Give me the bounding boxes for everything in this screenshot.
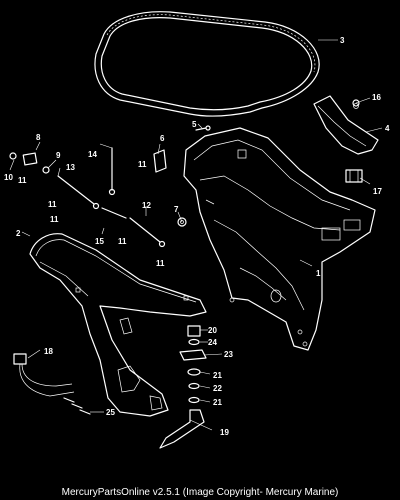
washer-10-part xyxy=(9,152,17,160)
callout-labels: 1 2 3 4 5 6 7 8 9 10 11 11 11 11 11 11 1… xyxy=(4,36,390,437)
right-cowl-part xyxy=(183,127,376,351)
callout-11-d: 11 xyxy=(138,160,147,169)
callout-12: 12 xyxy=(142,201,151,210)
callout-11-a: 11 xyxy=(18,176,27,185)
callout-16: 16 xyxy=(372,93,381,102)
grommet-7-part xyxy=(177,217,187,227)
callout-9: 9 xyxy=(56,151,61,160)
callout-15: 15 xyxy=(95,237,104,246)
callout-5: 5 xyxy=(192,120,197,129)
callout-1: 1 xyxy=(316,269,321,278)
handle-stack-part xyxy=(159,325,207,449)
callout-17: 17 xyxy=(373,187,382,196)
callout-21-a: 21 xyxy=(213,371,222,380)
callout-25: 25 xyxy=(106,408,115,417)
clip-part xyxy=(345,169,363,183)
connector-15-part xyxy=(101,207,127,219)
screw-16-part xyxy=(352,99,360,107)
rod-12-part xyxy=(129,217,166,248)
callout-20: 20 xyxy=(208,326,217,335)
callout-14: 14 xyxy=(88,150,97,159)
callout-6: 6 xyxy=(160,134,165,143)
callout-11-e: 11 xyxy=(118,237,127,246)
seal-ring-part xyxy=(94,11,320,117)
left-cowl-part xyxy=(29,233,207,417)
callout-23: 23 xyxy=(224,350,233,359)
copyright-footer: MercuryPartsOnline v2.5.1 (Image Copyrig… xyxy=(61,487,339,498)
callout-24: 24 xyxy=(208,338,217,347)
callout-10: 10 xyxy=(4,173,13,182)
bracket-6-part xyxy=(153,149,167,173)
bumper-8-part xyxy=(22,152,38,166)
callout-8: 8 xyxy=(36,133,41,142)
callout-4: 4 xyxy=(385,124,390,133)
callout-11-f: 11 xyxy=(156,259,165,268)
rod-13-part xyxy=(57,175,100,210)
latch-part xyxy=(313,95,379,155)
rod-14-part xyxy=(108,147,116,196)
callout-18: 18 xyxy=(44,347,53,356)
callout-2: 2 xyxy=(16,229,21,238)
callout-7: 7 xyxy=(174,205,179,214)
callout-11-b: 11 xyxy=(48,200,57,209)
fasteners-25-part xyxy=(63,397,91,415)
callout-19: 19 xyxy=(220,428,229,437)
washer-9-part xyxy=(42,166,50,174)
callout-13: 13 xyxy=(66,163,75,172)
leader-lines xyxy=(9,39,383,431)
callout-3: 3 xyxy=(340,36,345,45)
screw-5-part xyxy=(195,125,211,131)
callout-21-b: 21 xyxy=(213,398,222,407)
harness-18-part xyxy=(13,353,75,397)
callout-11-c: 11 xyxy=(50,215,59,224)
callout-22: 22 xyxy=(213,384,222,393)
